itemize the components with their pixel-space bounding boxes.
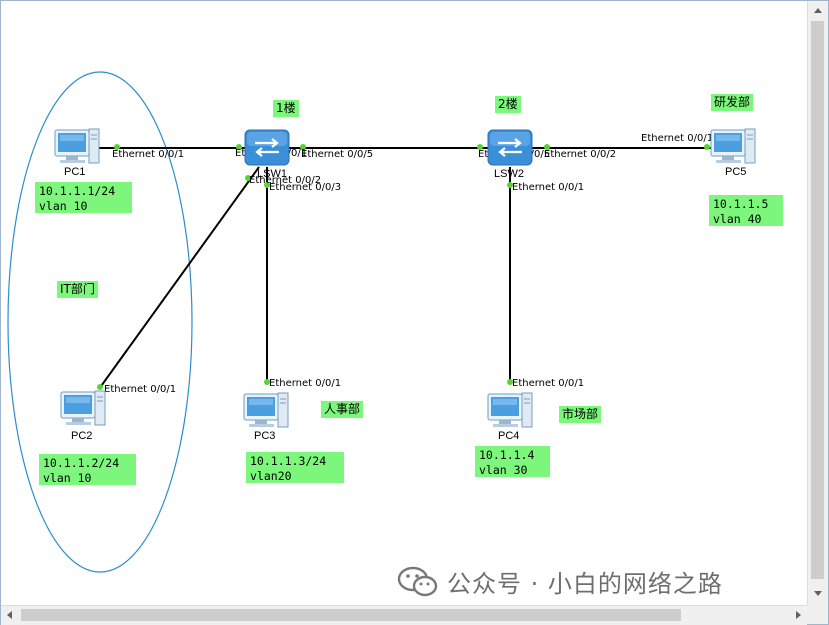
port-dot xyxy=(97,384,103,390)
port-dot xyxy=(114,144,120,150)
vertical-scroll-thumb[interactable] xyxy=(811,21,824,579)
port-dots xyxy=(97,144,710,390)
it-group-ellipse xyxy=(7,71,193,573)
port-dot xyxy=(507,379,513,385)
vertical-scrollbar[interactable] xyxy=(807,1,828,605)
port-dot xyxy=(245,175,251,181)
pc-label: PC3 xyxy=(254,430,275,442)
note-pc1[interactable]: 10.1.1.1/24 vlan 10 xyxy=(35,182,132,213)
scroll-left-icon[interactable] xyxy=(7,611,12,619)
wechat-icon xyxy=(397,566,438,596)
port-label-pc3: Ethernet 0/0/1 xyxy=(269,378,341,389)
note-pc2[interactable]: 10.1.1.2/24 vlan 10 xyxy=(39,454,136,485)
tag-rd[interactable]: 研发部 xyxy=(711,94,754,111)
pc-icon xyxy=(243,392,289,428)
switch-label: LSW1 xyxy=(257,168,287,180)
port-label-pc1: Ethernet 0/0/1 xyxy=(112,149,184,160)
note-pc5[interactable]: 10.1.1.5 vlan 40 xyxy=(709,195,783,226)
pc-icon xyxy=(54,128,100,164)
pc-icon xyxy=(60,390,106,426)
watermark-text: 公众号 · 小白的网络之路 xyxy=(447,570,723,598)
port-dot xyxy=(507,182,513,188)
switch-label: LSW2 xyxy=(494,168,524,180)
scroll-up-icon[interactable] xyxy=(814,8,822,13)
switch-lsw1[interactable]: LSW1 xyxy=(244,129,290,180)
port-dot xyxy=(264,182,270,188)
port-labels: Ethernet 0/0/1 Ethernet 0/0/1 Ethernet 0… xyxy=(104,133,713,395)
switch-lsw2[interactable]: LSW2 xyxy=(487,129,533,180)
scroll-right-icon[interactable] xyxy=(796,611,801,619)
port-label-sw1-e5: Ethernet 0/0/5 xyxy=(301,149,373,160)
port-label-pc5: Ethernet 0/0/1 xyxy=(641,133,713,144)
pc-label: PC2 xyxy=(71,430,92,442)
note-pc3[interactable]: 10.1.1.3/24 vlan20 xyxy=(246,452,344,483)
pc-4[interactable]: PC4 xyxy=(487,392,533,442)
tag-market[interactable]: 市场部 xyxy=(559,406,602,423)
pc-1[interactable]: PC1 xyxy=(54,128,100,178)
port-dot xyxy=(544,144,550,150)
port-label-sw1-e2: Ethernet 0/0/2 xyxy=(249,175,321,186)
port-label-pc4: Ethernet 0/0/1 xyxy=(512,378,584,389)
links xyxy=(98,147,711,390)
scrollbar-corner xyxy=(807,605,828,624)
tag-floor2[interactable]: 2楼 xyxy=(495,96,521,113)
port-label-sw2-e1: Ethernet 0/0/1 xyxy=(512,182,584,193)
port-dot xyxy=(300,144,306,150)
pc-label: PC4 xyxy=(498,430,519,442)
pc-3[interactable]: PC3 xyxy=(243,392,289,442)
port-label-sw1-e3: Ethernet 0/0/3 xyxy=(269,182,341,193)
pc-label: PC5 xyxy=(725,166,746,178)
link-sw1-pc2[interactable] xyxy=(98,166,260,390)
port-dot xyxy=(704,144,710,150)
tag-floor1[interactable]: 1楼 xyxy=(273,100,299,117)
pc-label: PC1 xyxy=(64,166,85,178)
topology-diagram: Ethernet 0/0/1 Ethernet 0/0/1 Ethernet 0… xyxy=(7,71,756,573)
port-dot xyxy=(477,144,483,150)
tag-hr[interactable]: 人事部 xyxy=(321,401,364,418)
note-pc4[interactable]: 10.1.1.4 vlan 30 xyxy=(475,446,550,477)
port-dot xyxy=(236,144,242,150)
horizontal-scrollbar[interactable] xyxy=(1,605,807,625)
horizontal-scroll-thumb[interactable] xyxy=(21,609,681,621)
port-dot xyxy=(264,379,270,385)
pc-icon xyxy=(710,128,756,164)
pc-5[interactable]: PC5 xyxy=(710,128,756,178)
scroll-down-icon[interactable] xyxy=(814,591,822,596)
watermark: 公众号 · 小白的网络之路 xyxy=(397,564,723,599)
tag-it[interactable]: IT部门 xyxy=(57,281,98,298)
pc-2[interactable]: PC2 xyxy=(60,390,106,442)
port-label-pc2: Ethernet 0/0/1 xyxy=(104,384,176,395)
port-label-sw2-e2: Ethernet 0/0/2 xyxy=(544,149,616,160)
pc-icon xyxy=(487,392,533,428)
